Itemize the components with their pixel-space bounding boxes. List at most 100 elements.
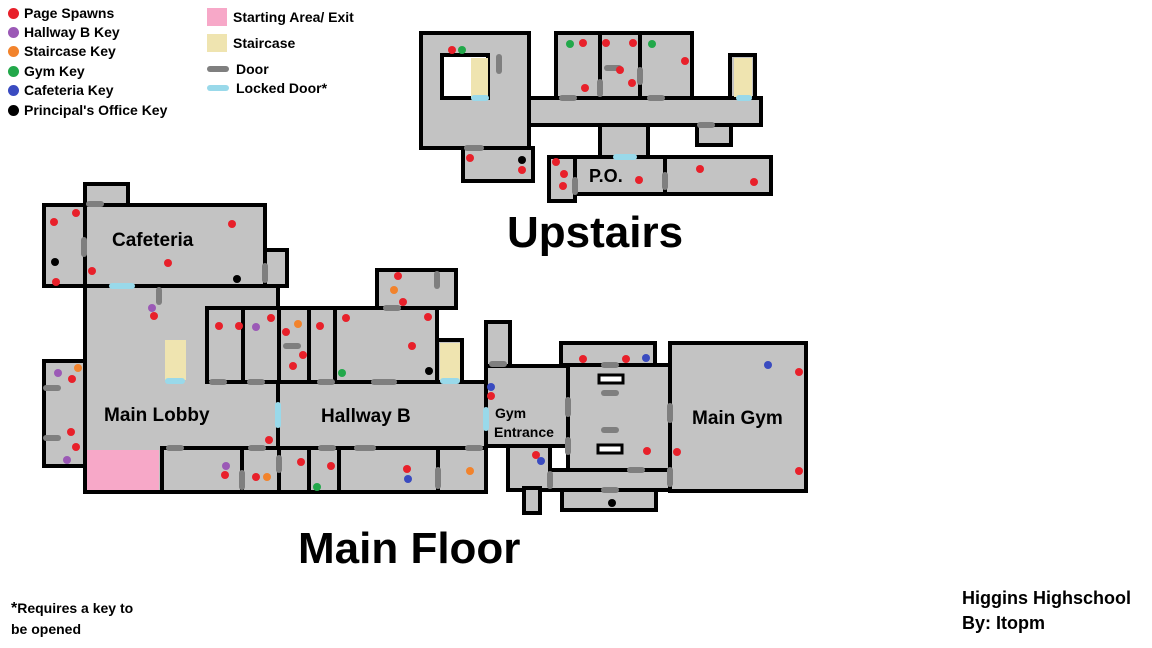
gym-entrance-label-1: Gym — [495, 405, 527, 421]
page-marker — [628, 79, 636, 87]
legend-hallway-b-key: Hallway B Key — [8, 24, 120, 40]
lower-room-1 — [160, 446, 244, 494]
page-marker — [635, 176, 643, 184]
page-marker — [579, 355, 587, 363]
cafeteria-key-marker — [404, 475, 412, 483]
light-blue-bar-icon — [207, 85, 229, 91]
page-marker — [424, 313, 432, 321]
gym-key-marker — [338, 369, 346, 377]
legend-principal-key: Principal's Office Key — [8, 102, 167, 118]
gym-key-marker — [566, 40, 574, 48]
upstairs-staircase — [471, 58, 488, 98]
main-lobby-label: Main Lobby — [104, 405, 210, 426]
locked-doors — [109, 95, 752, 431]
page-marker — [399, 298, 407, 306]
main-floor — [42, 182, 808, 515]
cafeteria-east-nook — [263, 248, 289, 288]
footnote: *Requires a key to be opened — [11, 598, 133, 639]
gym-key-marker — [313, 483, 321, 491]
gym-entrance-nook — [484, 320, 512, 368]
cafeteria-label: Cafeteria — [112, 230, 194, 251]
cafeteria-key-marker — [642, 354, 650, 362]
legend-starting-area: Starting Area/ Exit — [207, 8, 354, 26]
hallway-b-key-marker — [54, 369, 62, 377]
page-marker — [282, 328, 290, 336]
cafeteria-key-marker — [537, 457, 545, 465]
page-marker — [164, 259, 172, 267]
legend-page-spawns: Page Spawns — [8, 5, 114, 21]
po-label: P.O. — [589, 166, 623, 186]
hallway-b-room-1 — [205, 306, 245, 384]
hallway-b-key-marker — [222, 462, 230, 470]
page-marker — [221, 471, 229, 479]
page-marker — [235, 322, 243, 330]
main-gym — [668, 341, 808, 493]
page-marker — [72, 443, 80, 451]
black-dot-icon — [8, 104, 19, 116]
purple-dot-icon — [8, 26, 19, 38]
page-marker — [518, 166, 526, 174]
legend-locked-door: Locked Door* — [207, 80, 327, 96]
gray-bar-icon — [207, 66, 229, 72]
page-marker — [394, 272, 402, 280]
upstairs-connector — [598, 123, 650, 159]
lower-room-6 — [436, 446, 488, 494]
page-marker — [622, 355, 630, 363]
upstairs-room-3 — [638, 31, 694, 100]
legend-label: Door — [236, 61, 269, 77]
legend-cafeteria-key: Cafeteria Key — [8, 82, 114, 98]
legend-label: Page Spawns — [24, 5, 115, 21]
legend-label: Locked Door* — [236, 80, 328, 96]
upstairs-corridor — [527, 96, 763, 127]
hallway-b-label: Hallway B — [321, 406, 411, 427]
locker-bench-1 — [597, 373, 625, 385]
page-marker — [299, 351, 307, 359]
staircase-key-marker — [294, 320, 302, 328]
page-marker — [88, 267, 96, 275]
page-marker — [581, 84, 589, 92]
hallway-b-room-4 — [307, 306, 337, 384]
page-marker — [673, 448, 681, 456]
credit-title: Higgins Highschool — [962, 588, 1131, 608]
principal-key-marker — [608, 499, 616, 507]
principal-key-marker — [233, 275, 241, 283]
hallway-b-top-room — [375, 268, 458, 310]
gym-key-marker — [458, 46, 466, 54]
cafeteria-side-room — [42, 203, 88, 288]
gym-entrance-stub — [522, 486, 542, 515]
page-marker — [67, 428, 75, 436]
cafeteria-key-marker — [487, 383, 495, 391]
legend-label: Cafeteria Key — [24, 82, 114, 98]
cafeteria-key-marker — [764, 361, 772, 369]
legend-label: Staircase — [233, 35, 296, 51]
gym-entrance-label-2: Entrance — [494, 424, 554, 440]
page-marker — [795, 368, 803, 376]
page-marker — [215, 322, 223, 330]
hallway-b-key-marker — [63, 456, 71, 464]
page-marker — [795, 467, 803, 475]
west-side-rooms — [42, 359, 88, 468]
hallway-b-staircase — [440, 343, 460, 381]
locker-area — [559, 341, 657, 367]
page-marker — [616, 66, 624, 74]
page-marker — [50, 218, 58, 226]
orange-dot-icon — [8, 45, 19, 57]
lobby-staircase — [165, 340, 186, 380]
gym-entrance-south — [506, 444, 552, 492]
lower-room-3 — [277, 446, 311, 494]
credit-author: By: Itopm — [962, 613, 1045, 633]
page-marker — [602, 39, 610, 47]
lower-room-2 — [240, 446, 281, 494]
page-marker — [68, 375, 76, 383]
staircase-key-marker — [263, 473, 271, 481]
main-floor-title: Main Floor — [298, 524, 521, 573]
hallway-b-key-marker — [148, 304, 156, 312]
legend-staircase-key: Staircase Key — [8, 43, 116, 59]
page-marker — [532, 451, 540, 459]
page-marker — [403, 465, 411, 473]
principal-key-marker — [425, 367, 433, 375]
upstairs-title: Upstairs — [507, 208, 684, 257]
hallway-b-key-marker — [252, 323, 260, 331]
page-marker — [487, 392, 495, 400]
upstairs-lower-left-room — [461, 146, 535, 183]
